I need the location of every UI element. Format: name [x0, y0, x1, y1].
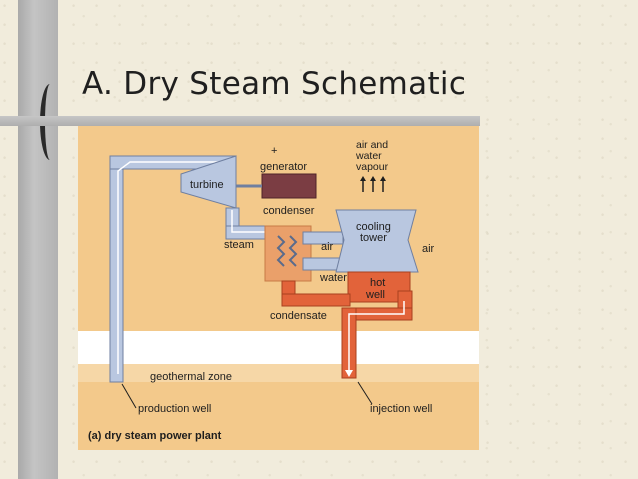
- schematic-svg: turbine generator + condenser steam air …: [78, 139, 479, 442]
- condenser-label: condenser: [263, 205, 315, 217]
- production-well-pipe: [109, 163, 124, 383]
- geothermal-zone-band: [78, 364, 479, 382]
- left-decorative-bar: [18, 0, 58, 479]
- injection-flow-arrowhead: [345, 370, 353, 377]
- hot-well-label-line1: hot: [370, 277, 385, 289]
- slide-title: A. Dry Steam Schematic: [82, 66, 467, 102]
- injection-well-leader: [357, 381, 373, 405]
- geothermal-zone-label: geothermal zone: [150, 371, 232, 383]
- air-water-vapour-label-1: air and: [356, 139, 388, 151]
- vapour-arrows: [362, 180, 384, 192]
- water-label: water: [319, 272, 347, 284]
- injection-well-label: injection well: [370, 403, 432, 415]
- steam-flow-arrow: [117, 161, 228, 374]
- condensate-pipe: [281, 293, 351, 307]
- vapour-arrowheads: [360, 176, 386, 181]
- cooling-tower: [335, 209, 419, 273]
- diagram-caption: (a) dry steam power plant: [88, 430, 222, 442]
- production-well-leader: [121, 383, 137, 409]
- condenser-coil-2: [288, 235, 298, 267]
- generator: [261, 173, 317, 199]
- plus-sign: +: [271, 145, 277, 157]
- ground-layer: [78, 331, 479, 364]
- injection-flow-arrow: [348, 301, 405, 372]
- steam-label: steam: [224, 239, 254, 251]
- exhaust-flow-arrow: [231, 210, 278, 233]
- air-water-vapour-label-3: vapour: [356, 161, 389, 173]
- cooling-tower-label-line2: tower: [360, 232, 387, 244]
- air-water-vapour-label-2: water: [355, 150, 382, 162]
- generator-label: generator: [260, 161, 307, 173]
- dry-steam-diagram: turbine generator + condenser steam air …: [78, 126, 479, 450]
- hot-well-label-line2: well: [365, 289, 385, 301]
- air-right-label: air: [422, 243, 435, 255]
- condenser-coil-1: [276, 235, 286, 267]
- title-underline-bar: [0, 116, 480, 126]
- turbine-label: turbine: [190, 179, 224, 191]
- production-well-label: production well: [138, 403, 211, 415]
- condensate-label: condensate: [270, 310, 327, 322]
- cooling-tower-label-line1: cooling: [356, 221, 391, 233]
- air-left-label: air: [321, 241, 334, 253]
